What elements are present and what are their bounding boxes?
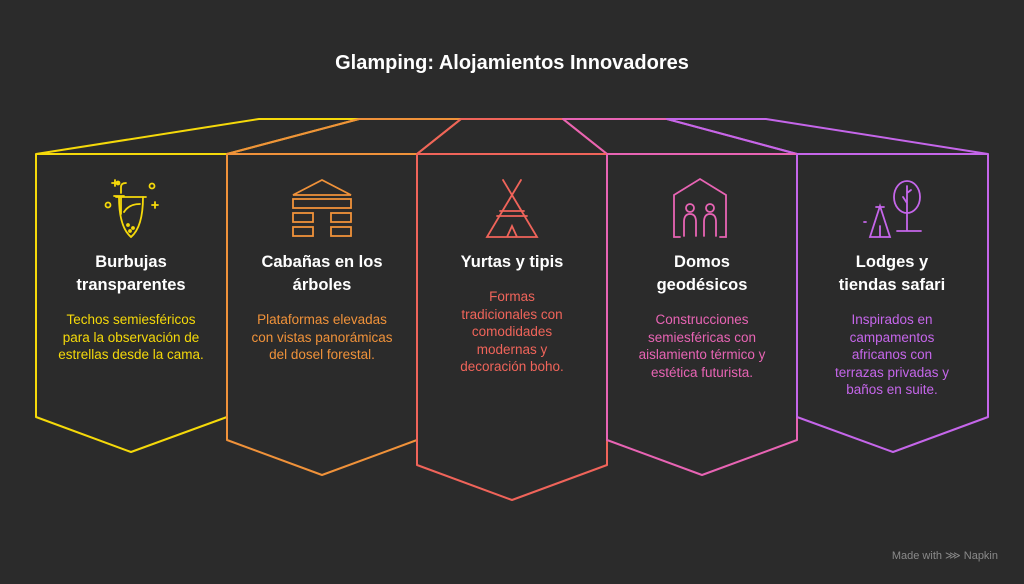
column-description: Plataformas elevadas con vistas panorámi… — [251, 312, 393, 362]
bubble-drink-icon — [104, 179, 159, 239]
column-cabanas: Cabañas en los árboles Plataformas eleva… — [227, 251, 417, 364]
column-heading: Domos geodésicos — [656, 253, 748, 294]
column-yurtas: Yurtas y tipis Formas tradicionales con … — [417, 251, 607, 376]
column-heading: Lodges y tiendas safari — [838, 253, 946, 294]
column-description: Construcciones semiesféricas con aislami… — [638, 312, 766, 380]
column-shape-2 — [226, 153, 418, 476]
column-burbujas: Burbujas transparentes Techos semiesféri… — [36, 251, 226, 364]
column-shape-5 — [796, 153, 989, 453]
column-heading: Yurtas y tipis — [460, 253, 564, 271]
column-description: Techos semiesféricos para la observación… — [58, 312, 204, 362]
column-domos: Domos geodésicos Construcciones semiesfé… — [607, 251, 797, 381]
column-heading: Cabañas en los árboles — [261, 253, 383, 294]
napkin-watermark: Made with ⋙ Napkin — [891, 550, 998, 562]
roof-segment-1 — [35, 118, 360, 155]
roof-segment-3 — [416, 118, 608, 155]
column-lodges: Lodges y tiendas safari Inspirados en ca… — [797, 251, 987, 399]
column-shape-1 — [35, 153, 228, 453]
tent-tree-icon — [863, 180, 922, 238]
diagram-title: Glamping: Alojamientos Innovadores — [335, 52, 689, 74]
tipi-icon — [485, 179, 539, 238]
column-shape-4 — [606, 153, 798, 476]
log-cabin-icon — [292, 178, 352, 237]
column-heading: Burbujas transparentes — [76, 253, 186, 294]
column-description: Formas tradicionales con comodidades mod… — [460, 289, 564, 374]
roof-segment-2 — [226, 118, 462, 155]
column-shape-3 — [416, 153, 608, 501]
column-description: Inspirados en campamentos africanos con … — [834, 312, 950, 397]
house-people-icon — [673, 177, 727, 238]
roof-segment-5 — [666, 118, 989, 155]
roof-segment-4 — [562, 118, 798, 155]
